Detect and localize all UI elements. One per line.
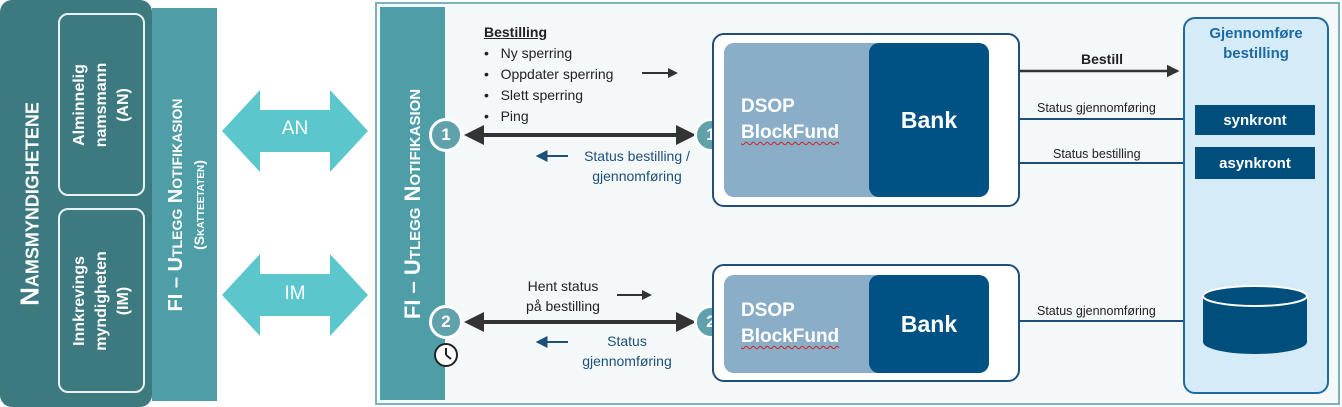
bestilling-item: • Oppdater sperring — [484, 66, 614, 82]
bestilling-list: • Ny sperring • Oppdater sperring • Slet… — [484, 43, 613, 127]
database-icon — [1202, 285, 1308, 354]
bank-2: Bank — [869, 275, 989, 373]
status-bestilling-label: Status bestilling / gjennomføring — [584, 148, 690, 184]
step-2-circle-left: 2 — [429, 305, 463, 339]
bestill-label: Bestill — [1081, 51, 1124, 67]
im-arrow-label: IM — [284, 283, 306, 304]
bank-1: Bank — [869, 43, 989, 197]
an-double-arrow — [222, 90, 368, 172]
dsop-blockfund-1: DSOP BlockFund — [724, 43, 894, 197]
synkront-box: synkront — [1195, 105, 1315, 135]
dsop-blockfund-2: DSOP BlockFund — [724, 275, 894, 373]
clock-icon — [434, 343, 458, 367]
status-bestilling-right-label: Status bestilling — [1053, 147, 1141, 161]
fi-utlegg-left-panel: FI – Utlegg Notifikasion (Skatteetaten) — [152, 8, 217, 401]
an-arrow-label: AN — [281, 118, 309, 139]
status-gjennomforing-label-2: Status gjennomføring — [582, 333, 672, 369]
bestilling-item: • Slett sperring — [484, 87, 584, 103]
asynkront-box: asynkront — [1195, 147, 1315, 179]
im-double-arrow — [222, 254, 368, 336]
im-box: Innkrevings myndigheten (IM) — [58, 208, 145, 393]
bestilling-item: • Ping — [484, 108, 529, 124]
bestilling-title: Bestilling — [484, 24, 548, 40]
hent-status-label: Hent status på bestilling — [526, 278, 600, 314]
status-gjennomforing-label: Status gjennomføring — [1037, 101, 1156, 115]
gjennomfore-bestilling-title: Gjennomføre bestilling — [1209, 25, 1303, 62]
bestilling-item: • Ny sperring — [484, 45, 573, 61]
status-gjennomforing-label-row2: Status gjennomføring — [1037, 304, 1156, 318]
an-box: Alminnelig namsmann (AN) — [58, 13, 145, 196]
step-1-circle-left: 1 — [429, 118, 463, 152]
